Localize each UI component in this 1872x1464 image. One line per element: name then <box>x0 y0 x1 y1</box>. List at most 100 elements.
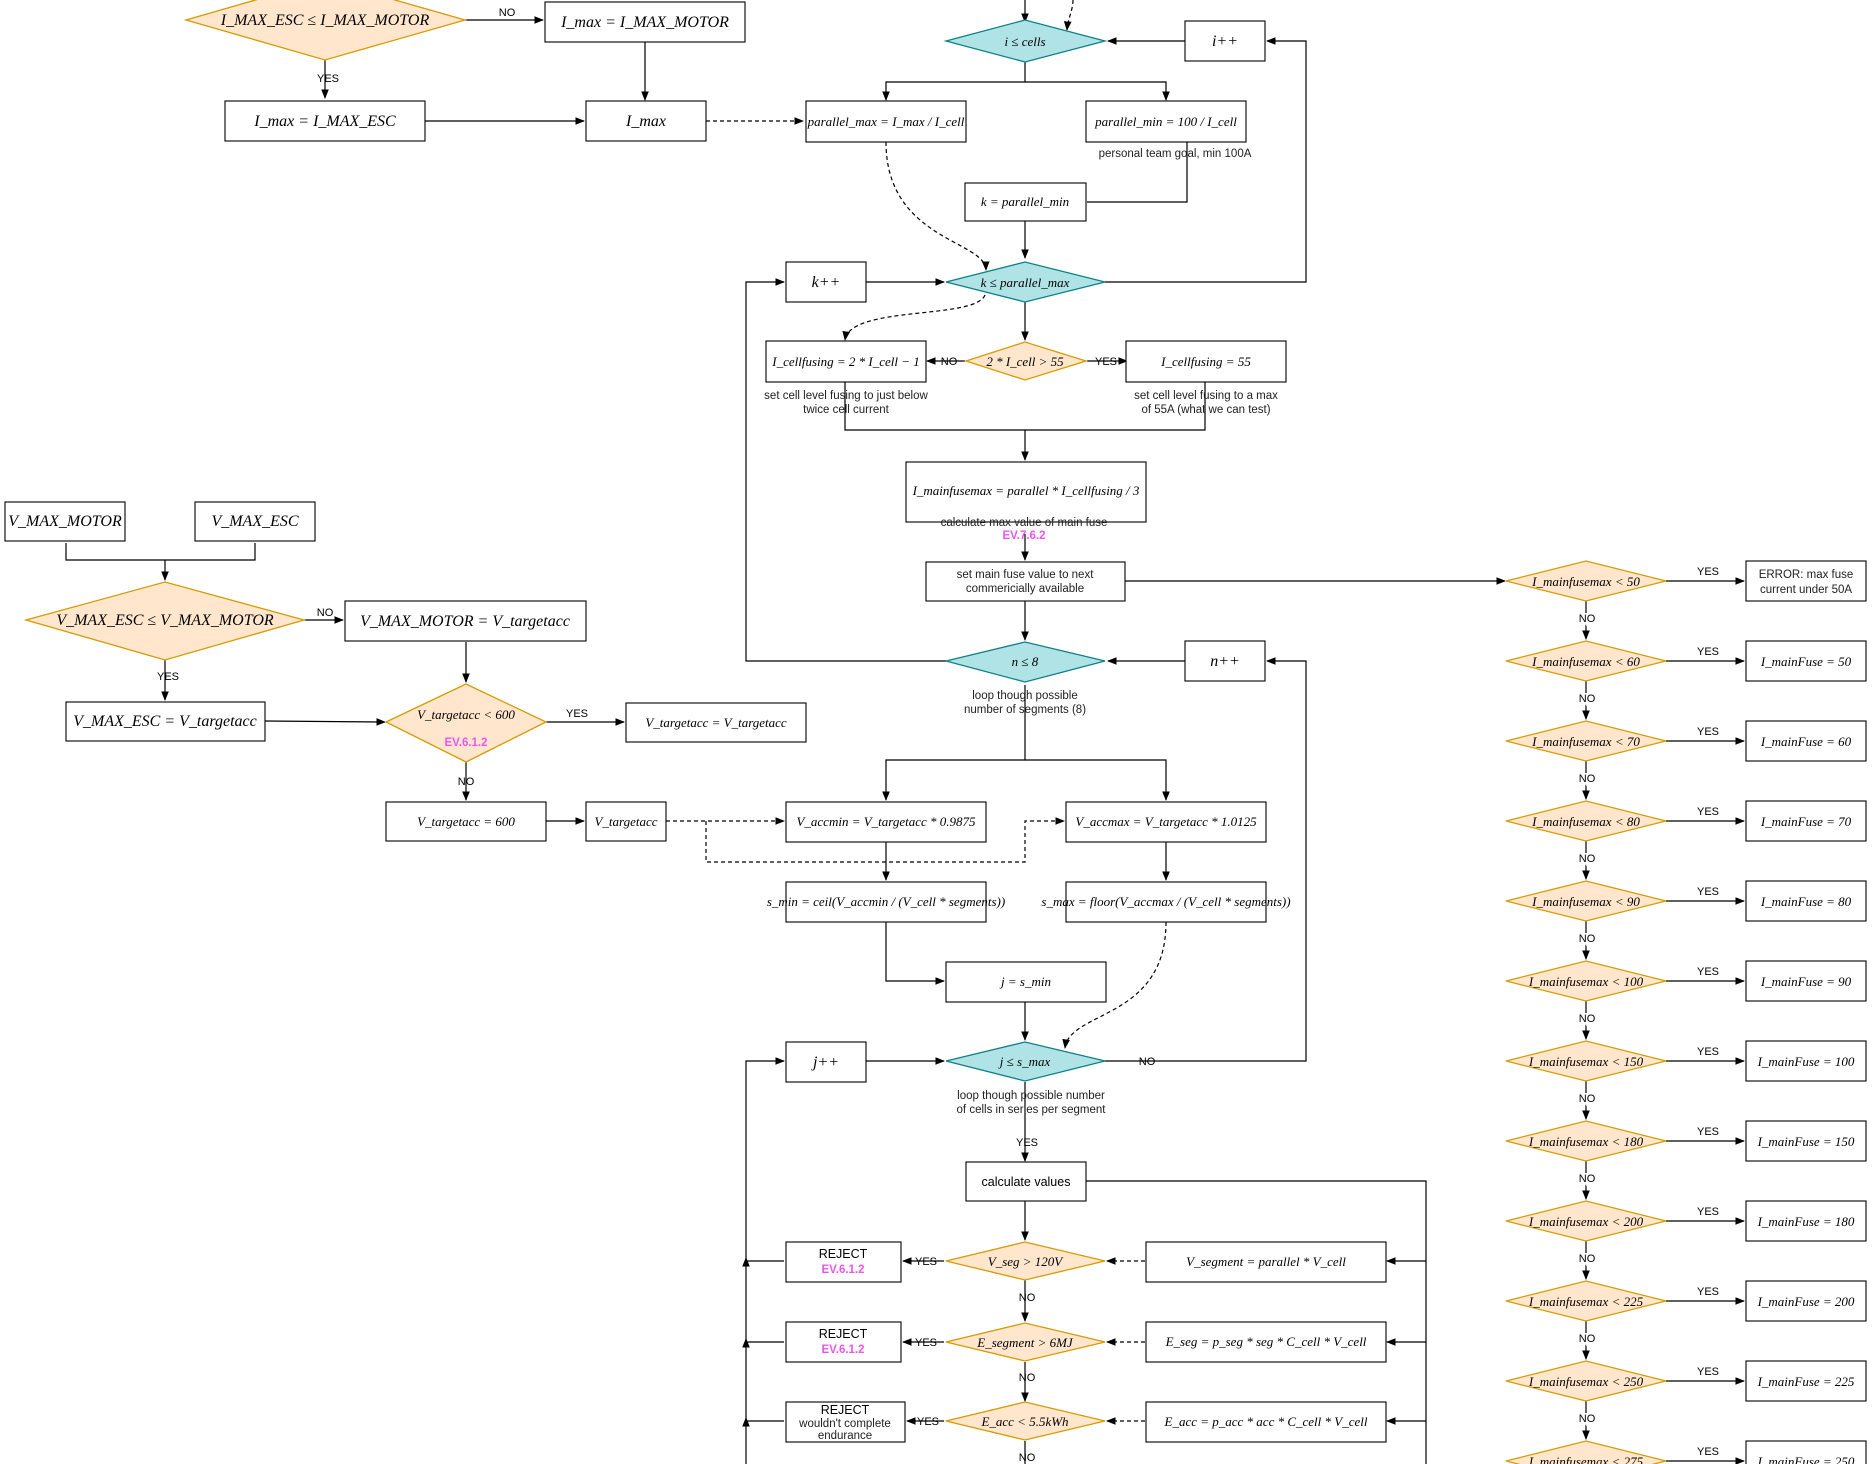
no-label: NO <box>499 7 516 19</box>
yes-label: YES <box>915 1337 937 1349</box>
v-max-motor-box <box>4 501 126 542</box>
mainfuse-result-box-7 <box>1745 1120 1867 1162</box>
cellfusing-a-box <box>765 340 927 383</box>
no-label: NO <box>1579 933 1596 945</box>
cond-n-segments-text: n ≤ 8 <box>1012 654 1039 669</box>
cellfusing-b-box <box>1125 340 1287 383</box>
mainfuse-result-text-3: I_mainFuse = 70 <box>1760 814 1852 829</box>
yes-label: YES <box>317 73 339 85</box>
parallel-max-box <box>805 100 967 143</box>
e-seg-text: E_seg = p_seg * seg * C_cell * V_cell <box>1165 1334 1367 1349</box>
j-inc-box <box>785 1041 867 1083</box>
yes-label: YES <box>1697 886 1719 898</box>
imax-esc-text: I_max = I_MAX_ESC <box>253 113 396 130</box>
cond-vseg <box>945 1241 1106 1281</box>
mainfuse-cond-text-10: I_mainfusemax < 250 <box>1528 1374 1644 1389</box>
mainfuse-result-text-9: I_mainFuse = 200 <box>1757 1294 1855 1309</box>
mainfuse-cond-10 <box>1505 1360 1667 1402</box>
reject-eacc-note-1: wouldn't complete <box>798 1418 891 1430</box>
main-fuse-edges <box>1582 577 1745 1464</box>
no-label: NO <box>1019 1292 1036 1304</box>
mainfuse-result-text-7: I_mainFuse = 150 <box>1757 1134 1855 1149</box>
mainfuse-result-box-0 <box>1745 560 1867 602</box>
cond-i-cells <box>943 19 1108 63</box>
yes-label: YES <box>1095 356 1117 368</box>
no-label: NO <box>1579 693 1596 705</box>
yes-label: YES <box>1697 966 1719 978</box>
reject-vseg-ref: EV.6.1.2 <box>821 1264 864 1276</box>
s-min-text: s_min = ceil(V_accmin / (V_cell * segmen… <box>767 894 1005 909</box>
cond-v-600-ref: EV.6.1.2 <box>444 737 487 749</box>
imax-box <box>585 100 707 142</box>
v-target-box <box>585 801 667 842</box>
mainfuse-result-box-3 <box>1745 800 1867 842</box>
v-accmax-box <box>1065 801 1267 843</box>
cond-i-cells-text: i ≤ cells <box>1004 34 1045 49</box>
i-inc-box <box>1184 20 1266 62</box>
mainfuse-result-text-10: I_mainFuse = 225 <box>1757 1374 1855 1389</box>
mainfuse-cond-11 <box>1505 1440 1667 1464</box>
cellfusing-a-note-1: set cell level fusing to just below <box>764 390 928 402</box>
mainfuse-error-text-1: ERROR: max fuse <box>1759 569 1854 581</box>
cond-eseg-text: E_segment > 6MJ <box>976 1335 1074 1350</box>
esc-assign-text: V_MAX_ESC = V_targetacc <box>73 713 257 730</box>
j-note-1: loop though possible number <box>957 1090 1105 1102</box>
mainfuse-result-box-11 <box>1745 1440 1867 1464</box>
parallel-min-box <box>1085 100 1247 143</box>
v-target-text: V_targetacc <box>594 814 657 829</box>
mainfuse-result-box-9 <box>1745 1280 1867 1322</box>
calculate-text: calculate values <box>982 1175 1071 1189</box>
mainfuse-cond-9 <box>1505 1280 1667 1322</box>
no-label: NO <box>1579 773 1596 785</box>
reject-eseg-text: REJECT <box>819 1327 868 1341</box>
i-inc-text: i++ <box>1212 33 1238 50</box>
mainfuse-result-text-8: I_mainFuse = 180 <box>1757 1214 1855 1229</box>
v-accmax-text: V_accmax = V_targetacc * 1.0125 <box>1075 814 1257 829</box>
cond-cell-current-text: 2 * I_cell > 55 <box>986 354 1064 369</box>
mainfuse-result-box-2 <box>1745 720 1867 762</box>
set-600-box <box>385 801 547 842</box>
parallel-min-note: personal team goal, min 100A <box>1099 148 1252 160</box>
esc-assign-box <box>65 701 266 742</box>
cellfusing-b-note-1: set cell level fusing to a max <box>1134 390 1278 402</box>
no-label: NO <box>1579 1333 1596 1345</box>
cond-v-esc-motor-text: V_MAX_ESC ≤ V_MAX_MOTOR <box>56 612 274 629</box>
mainfuse-cond-3 <box>1505 800 1667 842</box>
reject-eseg-ref: EV.6.1.2 <box>821 1344 864 1356</box>
n-note-1: loop though possible <box>972 690 1078 702</box>
mainfuse-cond-text-7: I_mainfusemax < 180 <box>1528 1134 1644 1149</box>
keep-target-text: V_targetacc = V_targetacc <box>645 715 787 730</box>
v-accmin-box <box>785 801 987 843</box>
cond-eacc-text: E_acc < 5.5kWh <box>980 1414 1068 1429</box>
cond-eseg <box>945 1322 1106 1362</box>
no-label: NO <box>1579 1173 1596 1185</box>
set-600-text: V_targetacc = 600 <box>417 814 515 829</box>
no-label: NO <box>1019 1372 1036 1384</box>
reject-eseg-box <box>785 1321 902 1363</box>
yes-label: YES <box>1697 1286 1719 1298</box>
mainfuse-max-box <box>905 461 1147 523</box>
cellfusing-a-note-2: twice cell current <box>803 404 889 416</box>
k-init-box <box>964 182 1087 222</box>
edges <box>65 0 1506 1464</box>
yes-label: YES <box>1697 1046 1719 1058</box>
cond-j-smax <box>945 1041 1106 1082</box>
mainfuse-result-text-11: I_mainFuse = 250 <box>1757 1454 1855 1464</box>
imax-text: I_max <box>625 113 666 130</box>
set-main-fuse-box <box>925 561 1126 602</box>
yes-label: YES <box>915 1256 937 1268</box>
mainfuse-cond-text-9: I_mainfusemax < 225 <box>1528 1294 1644 1309</box>
mainfuse-result-text-1: I_mainFuse = 50 <box>1760 654 1852 669</box>
cond-v-600-text: V_targetacc < 600 <box>417 707 515 722</box>
reject-eacc-box <box>785 1401 906 1443</box>
yes-label: YES <box>157 671 179 683</box>
cond-k-parallel-text: k ≤ parallel_max <box>981 275 1070 290</box>
calculate-box <box>965 1161 1087 1202</box>
mainfuse-result-box-6 <box>1745 1040 1867 1082</box>
no-label: NO <box>1579 1413 1596 1425</box>
yes-label: YES <box>917 1416 939 1428</box>
mainfuse-result-text-6: I_mainFuse = 100 <box>1757 1054 1855 1069</box>
v-segment-box <box>1145 1241 1387 1283</box>
j-note-2: of cells in series per segment <box>957 1104 1107 1116</box>
motor-assign-text: V_MAX_MOTOR = V_targetacc <box>360 613 570 630</box>
